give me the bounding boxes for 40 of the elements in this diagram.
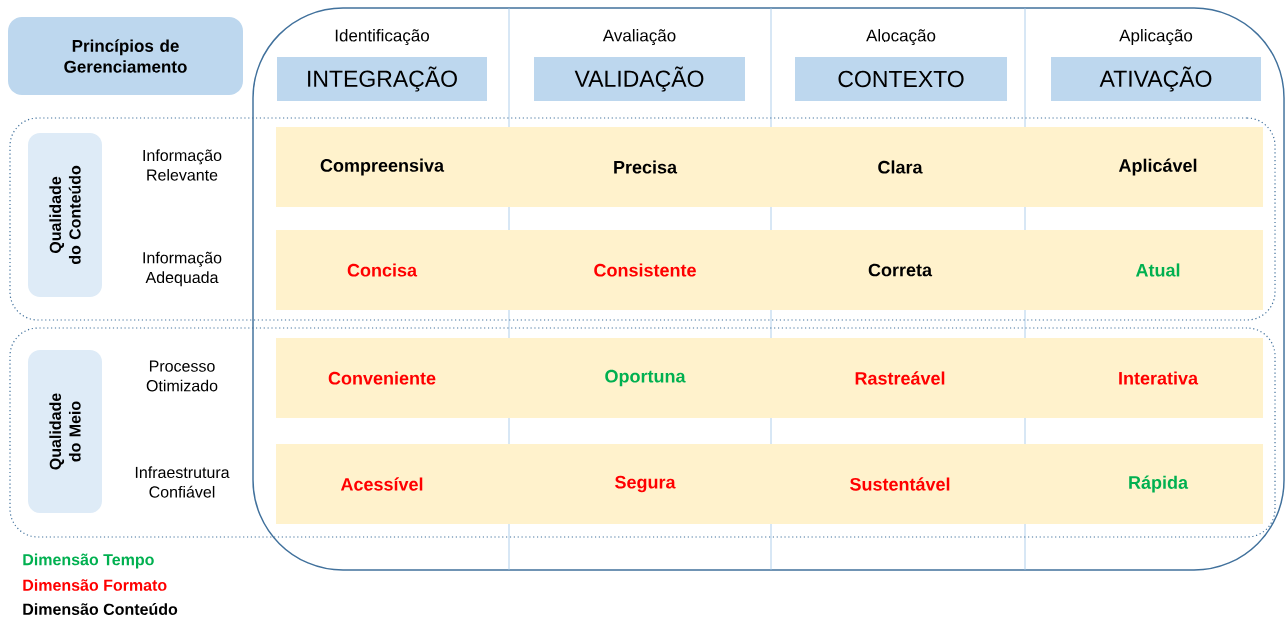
legend-entry: Dimensão Formato (23, 579, 167, 591)
cell-text: Precisa (614, 160, 678, 174)
row-label: Informação Relevante (143, 149, 222, 181)
header-box: INTEGRAÇÃO (277, 57, 487, 101)
cell-text: Atual (1135, 263, 1180, 277)
dotted-group (9, 327, 1276, 538)
row-band (276, 338, 1263, 418)
dotted-group (9, 117, 1276, 321)
cell-text: Aplicável (1118, 158, 1197, 176)
cell-text: Oportuna (605, 369, 686, 387)
row-label: Processo Otimizado (146, 360, 218, 392)
header-box: CONTEXTO (795, 57, 1007, 101)
cell-text: Interativa (1119, 371, 1199, 385)
column-heading: Avaliação (602, 29, 676, 45)
cell-text: Correta (868, 263, 933, 277)
header-box: VALIDAÇÃO (534, 57, 745, 101)
column-heading: Alocação (866, 29, 936, 45)
cell-text: Segura (615, 475, 676, 493)
category-box: Qualidade do Meio (28, 350, 102, 513)
row-band (276, 230, 1263, 310)
legend-entry: Dimensão Conteúdo (23, 603, 178, 615)
row-label: Informação Adequada (143, 251, 222, 287)
legend-entry: Dimensão Tempo (23, 553, 154, 569)
cell-text: Rápida (1129, 475, 1189, 493)
column-heading: Aplicação (1119, 29, 1193, 45)
cell-text: Acessível (340, 477, 423, 491)
cell-text: Clara (878, 160, 923, 174)
column-heading: Identificação (335, 29, 429, 45)
header-box: ATIVAÇÃO (1051, 57, 1261, 101)
cell-text: Rastreável (855, 371, 945, 385)
cell-text: Conveniente (328, 371, 436, 385)
category-box: Qualidade do Conteúdo (28, 133, 102, 297)
row-label: Infraestrutura Confiável (135, 466, 230, 498)
cell-text: Sustentável (850, 477, 950, 491)
title-box: Princípios de Gerenciamento (8, 17, 243, 95)
cell-text: Compreensiva (320, 158, 445, 176)
cell-text: Concisa (347, 263, 418, 277)
row-band (276, 127, 1263, 207)
cell-text: Consistente (594, 263, 696, 277)
row-band (276, 444, 1263, 524)
